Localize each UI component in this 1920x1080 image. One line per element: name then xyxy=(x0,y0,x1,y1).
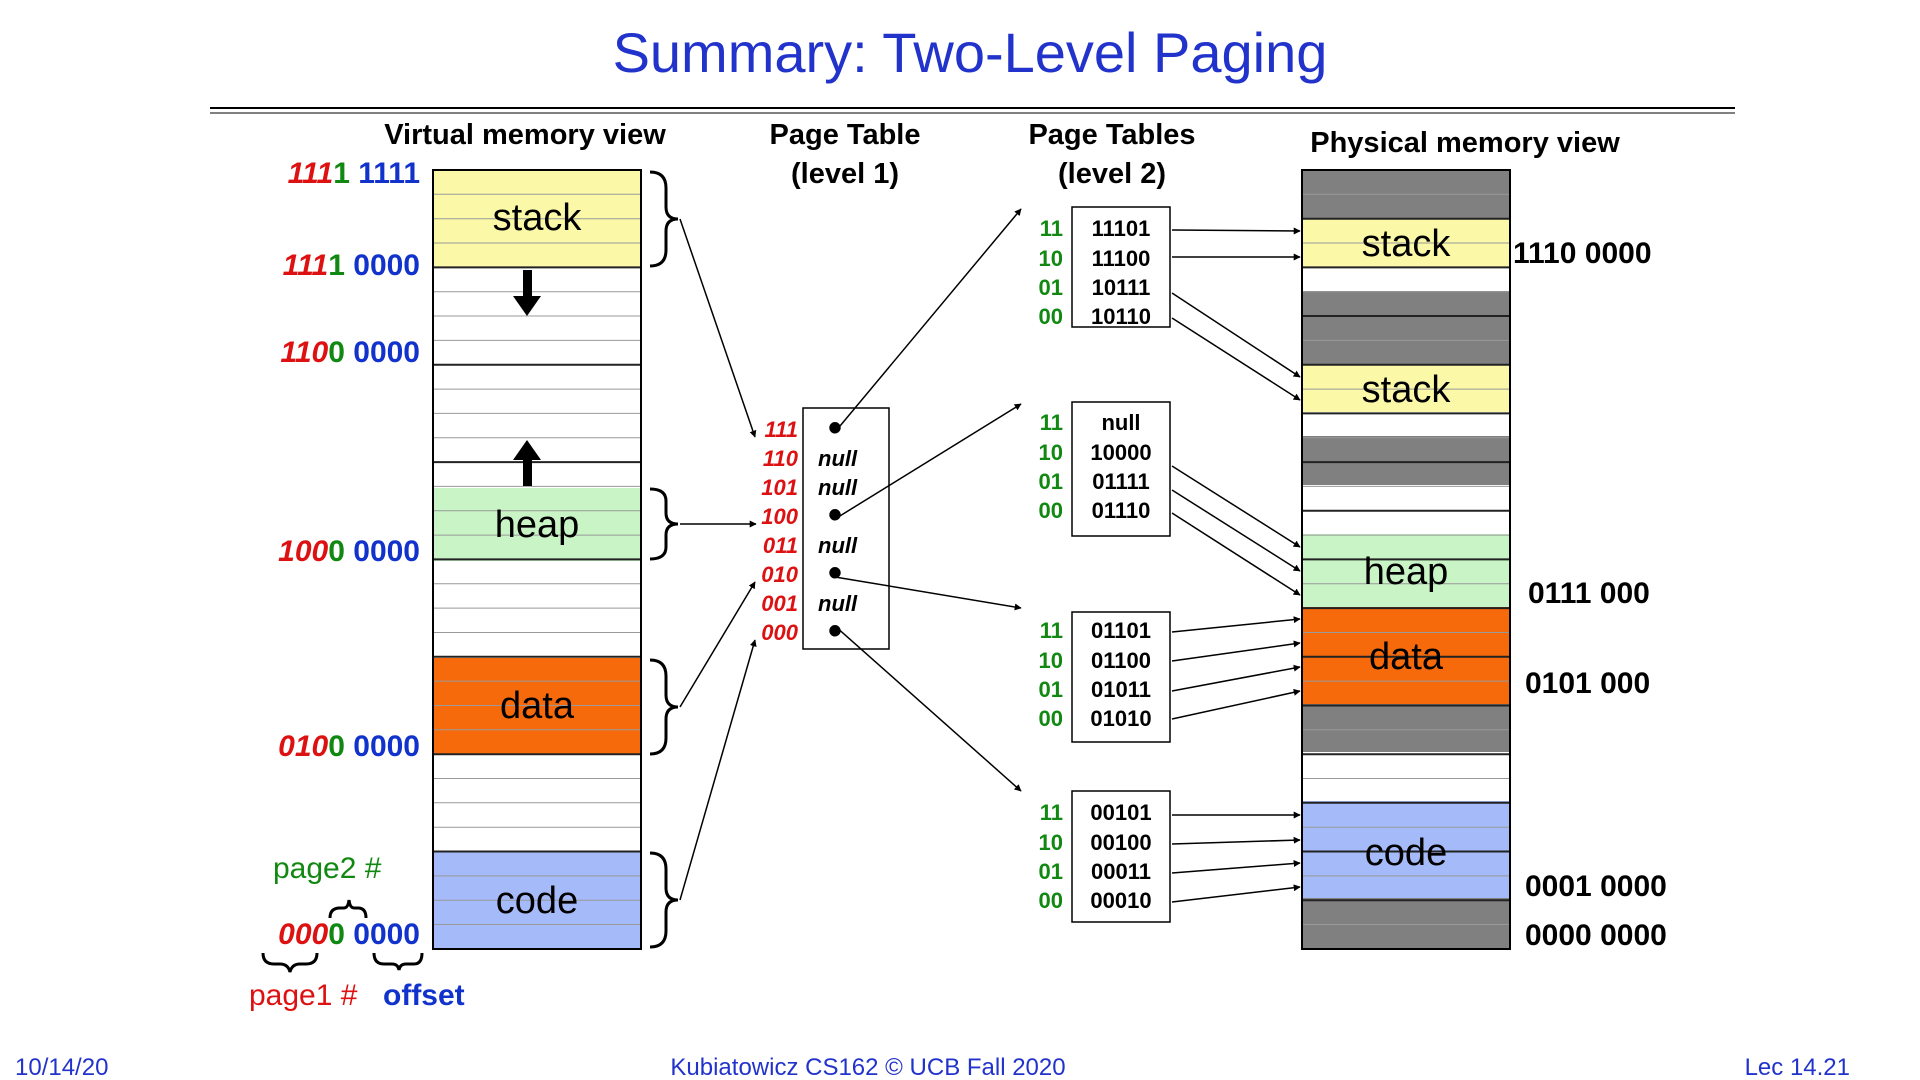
physical-memory-column xyxy=(1301,169,1511,950)
physical-memory-header: Physical memory view xyxy=(1310,127,1620,159)
level2-frame: 00010 xyxy=(1090,888,1151,913)
level2-index: 11 xyxy=(1040,800,1063,825)
virtual-segment-heap: heap xyxy=(495,504,580,546)
level1-pointer: • xyxy=(828,609,842,653)
level2-index: 01 xyxy=(1039,859,1063,884)
level1-page-table xyxy=(802,407,890,650)
level1-index: 100 xyxy=(761,504,798,529)
level1-null: null xyxy=(818,533,858,558)
offset-label: offset xyxy=(383,979,465,1012)
level2-frame: 01111 xyxy=(1092,469,1150,494)
level2-frame: null xyxy=(1101,410,1140,435)
level2-index: 01 xyxy=(1039,677,1063,702)
level1-null: null xyxy=(818,591,858,616)
level2-frame: 11100 xyxy=(1092,246,1151,271)
virtual-address-labels: 1111 1111 1111 0000 1100 0000 1000 0000 … xyxy=(278,157,420,951)
page1-label: page1 # xyxy=(249,979,358,1012)
virtual-address: 0100 0000 xyxy=(278,730,420,763)
level2-header-line1: Page Tables xyxy=(1028,119,1195,151)
level2-index: 11 xyxy=(1040,216,1063,241)
level2-index: 10 xyxy=(1039,246,1063,271)
physical-segment-stack: stack xyxy=(1362,369,1452,411)
level2-frame: 01100 xyxy=(1091,648,1151,673)
level2-index: 10 xyxy=(1039,830,1063,855)
virtual-segment-stack: stack xyxy=(493,197,583,239)
level1-null: null xyxy=(818,446,858,471)
physical-segment-heap: heap xyxy=(1364,551,1449,593)
footer-lecture: Lec 14.21 xyxy=(1745,1054,1850,1080)
virtual-segment-braces xyxy=(649,170,679,949)
mapping-arrows xyxy=(679,208,1301,903)
level2-frame: 10000 xyxy=(1090,440,1151,465)
level2-index: 01 xyxy=(1039,469,1063,494)
slide-title: Summary: Two-Level Paging xyxy=(613,21,1328,84)
physical-segment-code: code xyxy=(1365,832,1447,874)
virtual-address: 0000 0000 xyxy=(278,918,420,951)
level1-index: 001 xyxy=(761,591,798,616)
level2-frame: 01011 xyxy=(1091,677,1151,702)
virtual-address: 1111 1111 xyxy=(288,157,420,190)
level2-index: 00 xyxy=(1039,888,1063,913)
level1-index: 111 xyxy=(765,417,798,442)
level2-index: 00 xyxy=(1039,304,1063,329)
level2-index: 01 xyxy=(1039,275,1063,300)
physical-address: 0111 000 xyxy=(1528,577,1650,610)
physical-address: 0101 000 xyxy=(1525,667,1650,700)
page2-label: page2 # xyxy=(273,852,382,885)
level2-frame: 00011 xyxy=(1091,859,1151,884)
physical-segment-stack: stack xyxy=(1362,223,1452,265)
address-field-braces xyxy=(261,899,424,973)
physical-address: 1110 0000 xyxy=(1513,237,1652,270)
level1-pointer: • xyxy=(828,406,842,450)
physical-segment-data: data xyxy=(1369,636,1444,678)
level2-index: 00 xyxy=(1039,706,1063,731)
level1-pointer: • xyxy=(828,551,842,595)
stack-growth-down-arrow xyxy=(513,270,541,316)
level2-frame: 00101 xyxy=(1090,800,1151,825)
level2-frame: 00100 xyxy=(1090,830,1151,855)
level1-header-line2: (level 1) xyxy=(791,158,899,190)
virtual-memory-column xyxy=(432,169,642,950)
virtual-address: 1100 0000 xyxy=(280,336,420,369)
level1-index: 101 xyxy=(761,475,798,500)
physical-address: 0001 0000 xyxy=(1525,870,1667,903)
level1-entries: 111 110 101 100 011 010 001 000 • null n… xyxy=(761,406,858,653)
level2-frame: 01010 xyxy=(1090,706,1151,731)
level2-index: 00 xyxy=(1039,498,1063,523)
level1-null: null xyxy=(818,475,858,500)
level2-frame: 01101 xyxy=(1091,618,1151,643)
level2-frame: 10110 xyxy=(1091,304,1151,329)
level1-index: 000 xyxy=(761,620,798,645)
level1-pointer: • xyxy=(828,493,842,537)
level2-frame: 11101 xyxy=(1092,216,1151,241)
footer-course: Kubiatowicz CS162 © UCB Fall 2020 xyxy=(670,1054,1065,1080)
virtual-segment-data: data xyxy=(500,685,575,727)
level2-index: 11 xyxy=(1040,410,1063,435)
virtual-segment-code: code xyxy=(496,880,578,922)
level2-frame: 10111 xyxy=(1092,275,1151,300)
footer-date: 10/14/20 xyxy=(15,1054,108,1080)
physical-address-labels: 1110 0000 0111 000 0101 000 0001 0000 00… xyxy=(1513,237,1667,952)
level1-header-line1: Page Table xyxy=(770,119,921,151)
heap-growth-up-arrow xyxy=(513,440,541,486)
level2-frame: 01110 xyxy=(1092,498,1151,523)
level1-index: 110 xyxy=(763,446,799,471)
level2-index: 10 xyxy=(1039,648,1063,673)
virtual-address: 1111 0000 xyxy=(283,249,420,282)
virtual-memory-header: Virtual memory view xyxy=(384,119,666,151)
level2-page-tables: 11 10 01 00 11101 11100 10111 10110 11 1… xyxy=(1039,206,1171,923)
level1-index: 010 xyxy=(761,562,798,587)
level2-index: 10 xyxy=(1039,440,1063,465)
level1-index: 011 xyxy=(763,533,798,558)
level2-header-line2: (level 2) xyxy=(1058,158,1166,190)
virtual-address: 1000 0000 xyxy=(278,535,420,568)
physical-address: 0000 0000 xyxy=(1525,919,1667,952)
level2-index: 11 xyxy=(1040,618,1063,643)
